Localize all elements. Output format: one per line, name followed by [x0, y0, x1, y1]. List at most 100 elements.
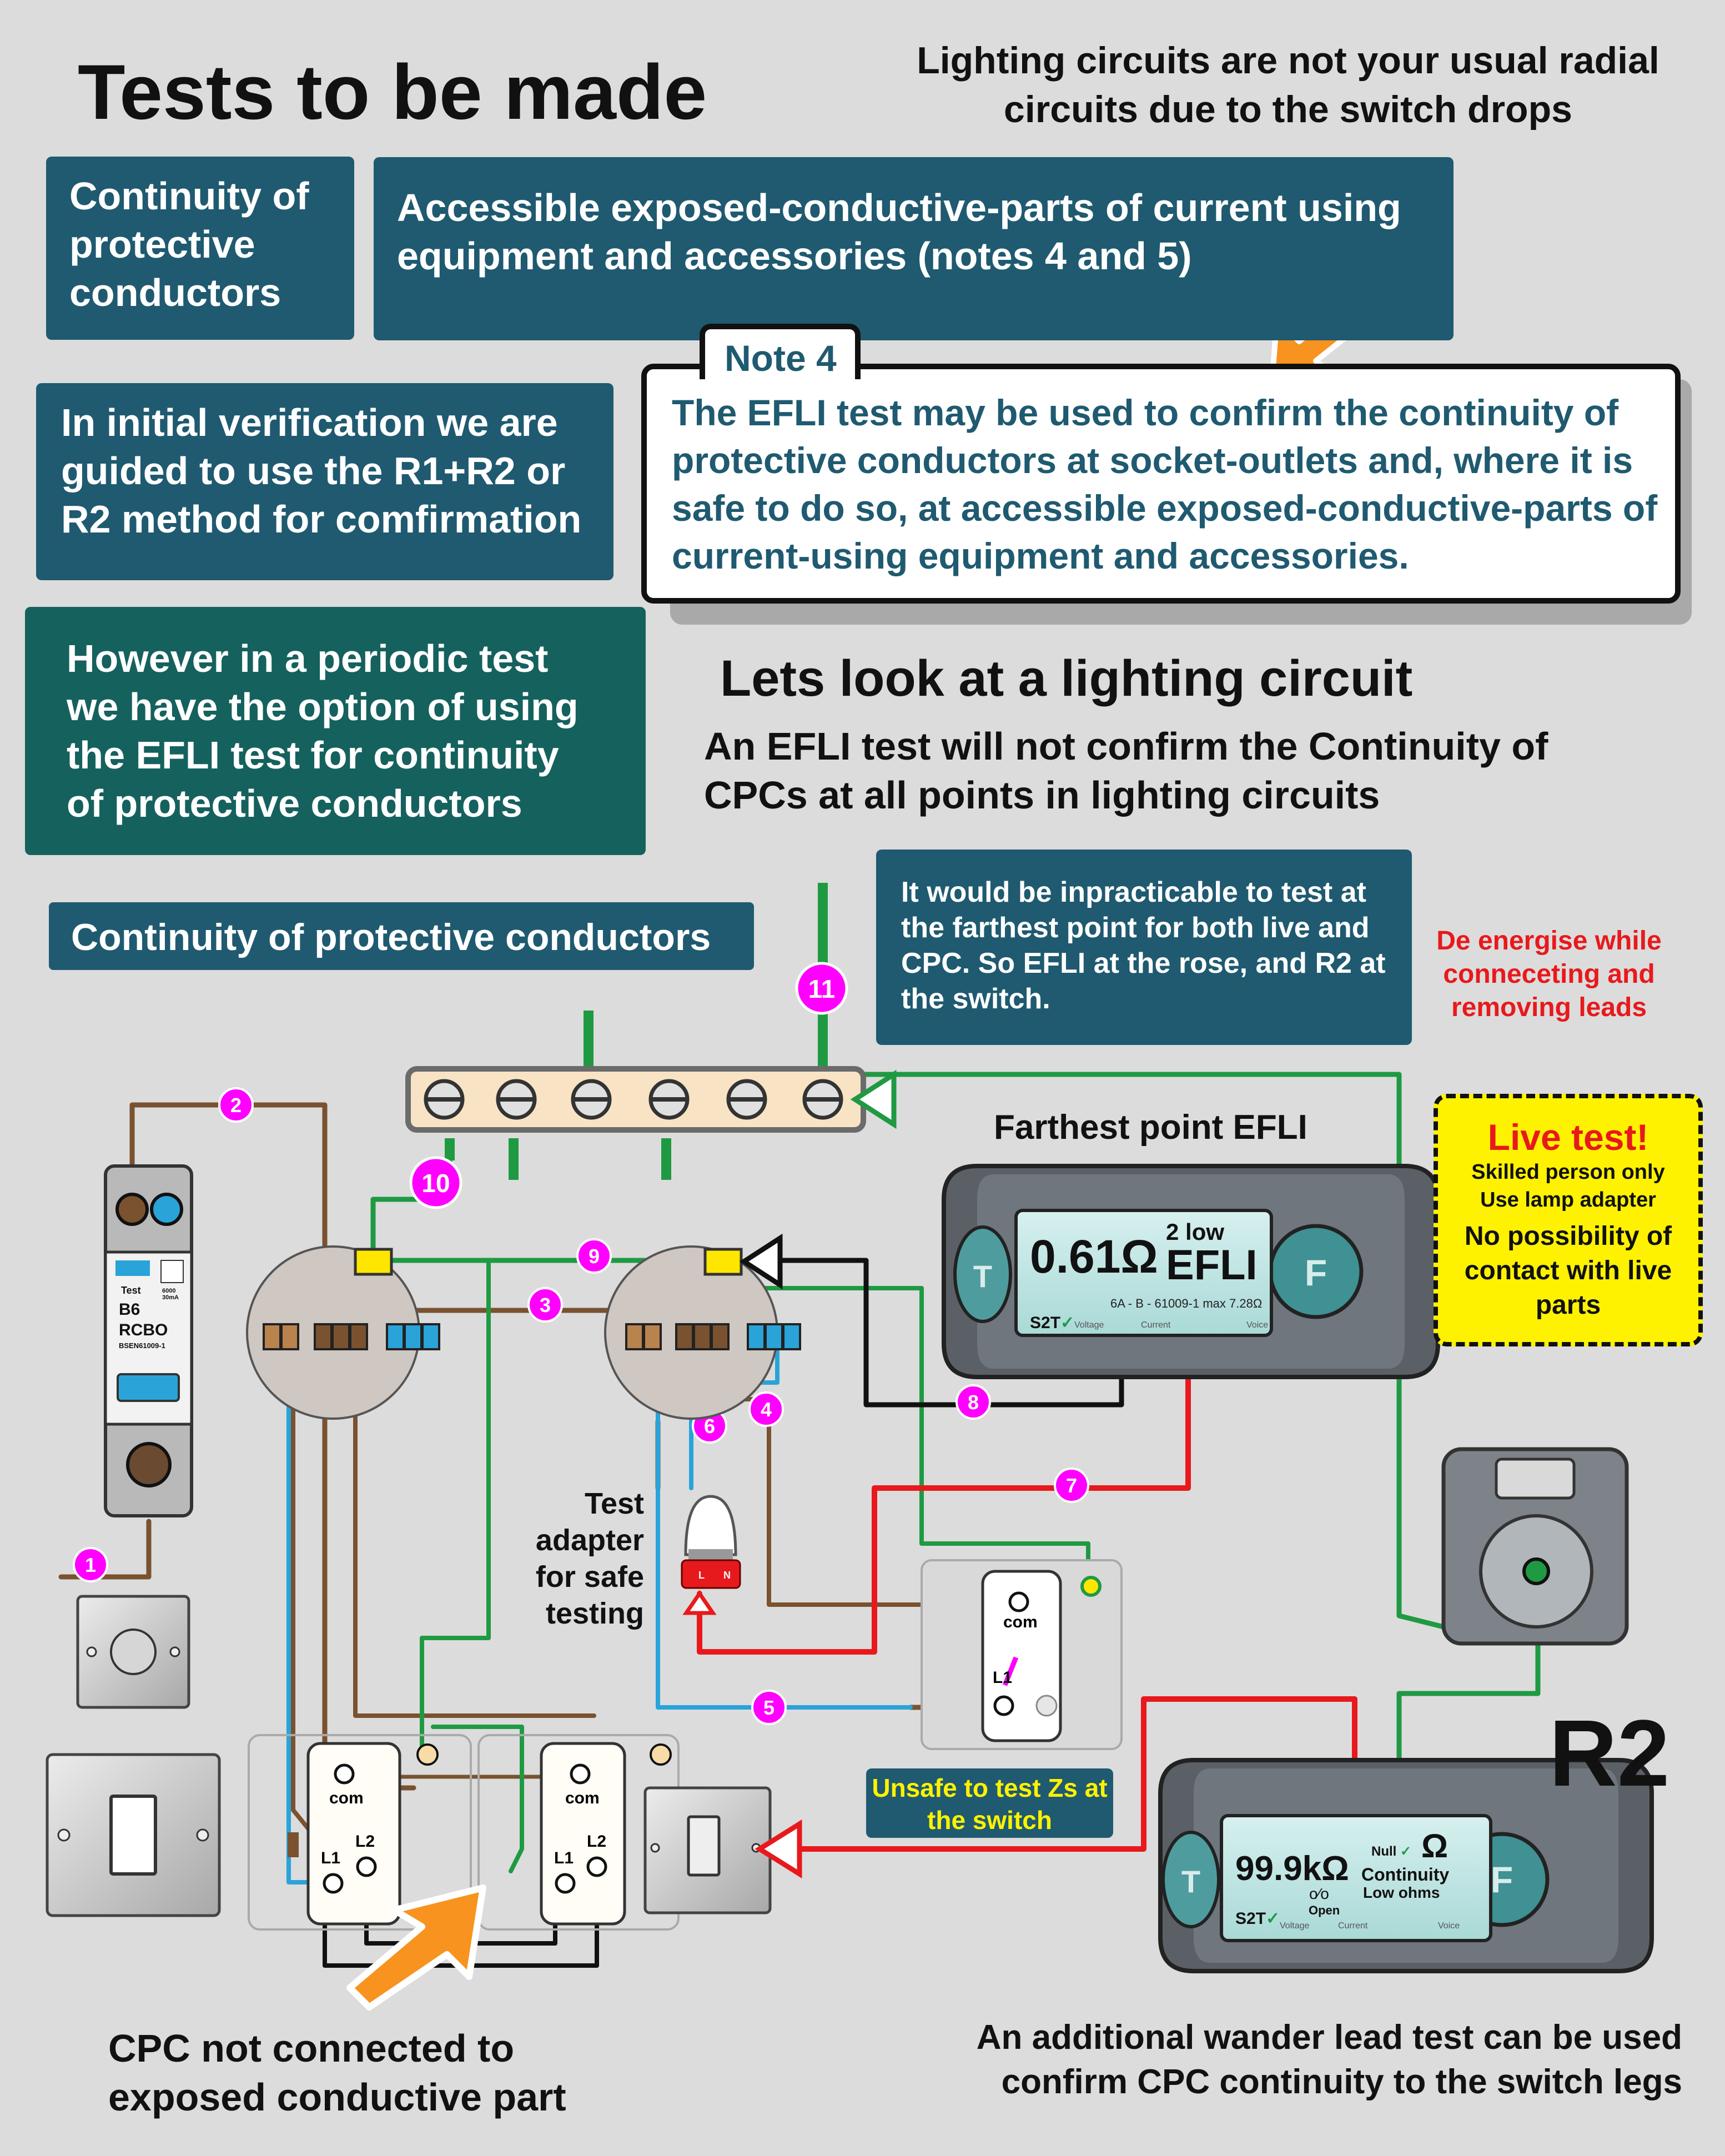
live-test-line1: Skilled person only: [1471, 1160, 1665, 1184]
efli-small-text: 6A - B - 61009-1 max 7.28Ω: [1110, 1296, 1263, 1310]
marker-8: [955, 1384, 991, 1420]
r2-tab-voltage: Voltage: [1280, 1921, 1310, 1931]
efli-brand-label: S2T: [1030, 1314, 1061, 1332]
marker-2-label: 2: [230, 1094, 242, 1117]
r2-null-label: Null: [1371, 1844, 1397, 1859]
cpc-not-connected-label: CPC not connected to exposed conductive …: [108, 2027, 566, 2119]
marker-6-label: 6: [704, 1415, 715, 1438]
farthest-label: Farthest point EFLI: [994, 1108, 1307, 1147]
page-title: Tests to be made: [78, 48, 707, 135]
rcbo-standard: BSEN61009-1: [119, 1341, 165, 1350]
marker-10-label: 10: [421, 1169, 450, 1198]
ceiling-rose-1: [246, 1245, 440, 1420]
marker-5: [751, 1690, 787, 1725]
live-test-line2: Use lamp adapter: [1480, 1188, 1656, 1212]
marker-group: [73, 962, 1089, 1725]
adapter-l: L: [698, 1570, 705, 1581]
switch2-l1: L1: [554, 1849, 574, 1867]
switch2-l2: L2: [587, 1832, 607, 1851]
marker-4-label: 4: [761, 1398, 772, 1421]
rcbo-test: Test: [121, 1285, 141, 1296]
marker-3: [527, 1287, 563, 1323]
efli-t-key: T: [973, 1259, 992, 1294]
lamp-adapter: L N: [681, 1495, 741, 1615]
lighting-subheading: An EFLI test will not confirm the Contin…: [704, 725, 1548, 817]
switch-backbox-2: [477, 1734, 680, 1931]
efli-tab-voltage: Voltage: [1074, 1320, 1104, 1330]
switch3-l1: L1: [993, 1668, 1013, 1687]
switch-open-icon: o⁄o: [1309, 1885, 1329, 1902]
null-check-icon: ✓: [1396, 1844, 1412, 1859]
marker-8-label: 8: [968, 1391, 979, 1414]
marker-1: [73, 1547, 108, 1582]
efli-tab-current: Current: [1141, 1320, 1171, 1330]
marker-2: [218, 1087, 254, 1123]
lighting-heading: Lets look at a lighting circuit: [720, 650, 1413, 707]
marker-3-label: 3: [540, 1294, 551, 1316]
r2-tab-voice: Voice: [1438, 1921, 1460, 1931]
live-test-line3: No possibility of contact with live part…: [1464, 1222, 1672, 1320]
marker-10: [409, 1156, 462, 1209]
impractical-note: It would be inpracticable to test at the…: [876, 850, 1412, 1045]
marker-9-label: 9: [589, 1245, 600, 1268]
switch3-com: com: [1003, 1613, 1038, 1631]
r2-open: Open: [1309, 1903, 1340, 1917]
efli-reading: 0.61Ω: [1030, 1230, 1158, 1283]
socket-outlet: [1441, 1447, 1629, 1646]
efli-tester: T F: [942, 1164, 1440, 1379]
marker-4: [748, 1391, 784, 1427]
adapter-n: N: [723, 1570, 731, 1581]
r2-mode-lowohms: Low ohms: [1363, 1884, 1440, 1901]
arrow-icon-cpc: [346, 1884, 486, 2011]
r2-f-key: F: [1491, 1859, 1513, 1900]
earth-bar: [405, 1066, 897, 1133]
switch1-com: com: [329, 1789, 364, 1807]
efli-f-key: F: [1305, 1252, 1327, 1293]
test-adapter-label: Test adapter for safe testing: [535, 1487, 644, 1630]
marker-labels: 1 2 3 4 5 6 7 8 9 10 11: [85, 974, 1077, 1719]
rcbo-device: Test B6 RCBO BSEN61009-1 6000 30mA: [104, 1164, 193, 1517]
wander-lead-label: An additional wander lead test can be us…: [976, 2018, 1682, 2101]
top-note: Lighting circuits are not your usual rad…: [917, 39, 1659, 130]
note4-text: The EFLI test may be used to confirm the…: [672, 392, 1658, 576]
accessible-box: Accessible exposed-conductive-parts of c…: [374, 157, 1454, 340]
r2-brand-label: S2T: [1235, 1909, 1266, 1928]
marker-7: [1054, 1468, 1089, 1503]
r2-tester: T F: [1158, 1758, 1654, 1973]
marker-7-label: 7: [1066, 1474, 1077, 1497]
switch2-com: com: [565, 1789, 600, 1807]
switch1-l1: L1: [321, 1849, 341, 1867]
check-icon: ✓: [1060, 1314, 1075, 1332]
note4-tab: [700, 324, 861, 379]
rcbo-name: RCBO: [119, 1321, 168, 1339]
switch-backbox-1: [248, 1734, 472, 1931]
r2-t-key: T: [1181, 1864, 1200, 1899]
one-way-switch: [921, 1559, 1123, 1750]
r2-check-icon: ✓: [1266, 1909, 1280, 1928]
switch1-l2: L2: [355, 1832, 375, 1851]
continuity-label: Continuity of protective conductors: [49, 902, 754, 970]
marker-1-label: 1: [85, 1554, 96, 1576]
unsafe-label: Unsafe to test Zs at the switch: [866, 1768, 1113, 1838]
live-test-title: Live test!: [1487, 1117, 1649, 1158]
rcbo-rating: B6: [119, 1300, 140, 1319]
note4-tab-label: Note 4: [725, 338, 837, 379]
light-switch-left: [46, 1753, 221, 1917]
note4-box: Note 4 The EFLI test may be used to conf…: [641, 324, 1681, 604]
marker-11-label: 11: [808, 974, 836, 1003]
continuity-box: Continuity of protective conductors: [46, 157, 354, 340]
r2-reading: 99.9kΩ: [1235, 1850, 1349, 1888]
de-energise-warning: De energise while conneceting and removi…: [1436, 926, 1662, 1022]
marker-9: [576, 1238, 612, 1274]
initial-verification-box: In initial verification we are guided to…: [36, 383, 613, 580]
r2-null: Null ✓: [1371, 1843, 1411, 1860]
r2-big-label: R2: [1549, 1701, 1670, 1806]
light-switch-right: [643, 1786, 802, 1914]
r2-tab-current: Current: [1338, 1921, 1368, 1931]
ceiling-rose-2: [604, 1233, 801, 1420]
r2-mode-continuity: Continuity: [1361, 1864, 1450, 1884]
marker-11: [795, 962, 848, 1015]
r2-ohm-symbol: Ω: [1421, 1827, 1449, 1864]
